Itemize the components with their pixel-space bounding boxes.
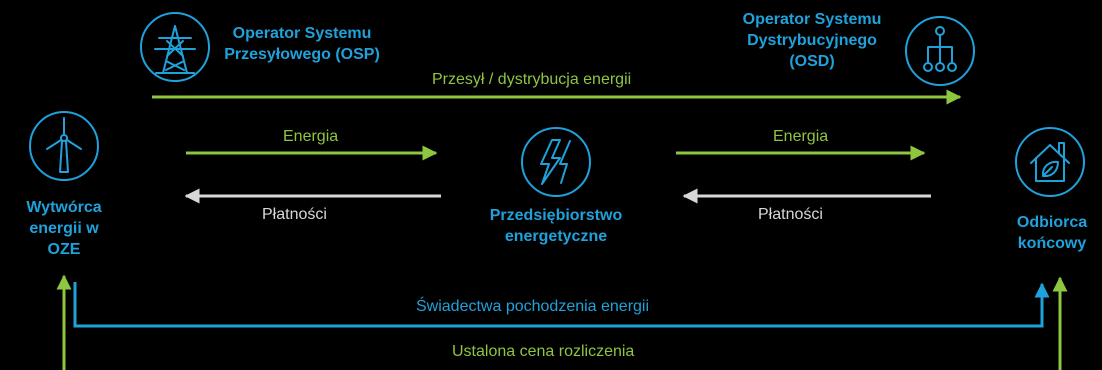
payments-label-right: Płatności — [758, 206, 823, 223]
energy-label-right: Energia — [773, 128, 829, 145]
supplier-label: Przedsiębiorstwo energetyczne — [466, 205, 646, 247]
osd-label: Operator Systemu Dystrybucyjnego (OSD) — [724, 9, 900, 72]
producer-label-line-1: Wytwórca — [26, 199, 102, 216]
consumer-label-line-1: Odbiorca — [1016, 214, 1088, 231]
payments-label-left: Płatności — [262, 206, 327, 223]
distribution-network-icon — [905, 16, 975, 86]
eco-house-icon — [1015, 127, 1085, 197]
energy-label-left: Energia — [283, 128, 339, 145]
transmission-label: Przesył / dystrybucja energii — [432, 71, 632, 88]
osp-label-line-1: Operator Systemu — [232, 25, 372, 42]
supplier-label-line-1: Przedsiębiorstwo — [489, 207, 623, 224]
power-pylon-icon — [140, 12, 210, 82]
certificates-label: Świadectwa pochodzenia energii — [416, 298, 650, 315]
wind-turbine-icon — [29, 111, 99, 181]
consumer-label: Odbiorca końcowy — [1002, 212, 1102, 254]
certificates-arrow — [73, 282, 1050, 328]
lightning-icon — [521, 127, 591, 197]
osp-label: Operator Systemu Przesyłowego (OSP) — [214, 23, 390, 65]
osd-label-line-1: Operator Systemu — [742, 11, 882, 28]
osd-label-line-2: Dystrybucyjnego — [747, 32, 877, 49]
osd-label-line-3: (OSD) — [789, 53, 835, 70]
price-label: Ustalona cena rozliczenia — [452, 343, 635, 360]
osp-label-line-2: Przesyłowego (OSP) — [224, 46, 380, 63]
producer-label-line-2: energii w — [29, 220, 99, 237]
producer-label-line-3: OZE — [47, 241, 81, 258]
producer-label: Wytwórca energii w OZE — [4, 197, 124, 260]
supplier-label-line-2: energetyczne — [504, 228, 608, 245]
consumer-label-line-2: końcowy — [1017, 235, 1087, 252]
